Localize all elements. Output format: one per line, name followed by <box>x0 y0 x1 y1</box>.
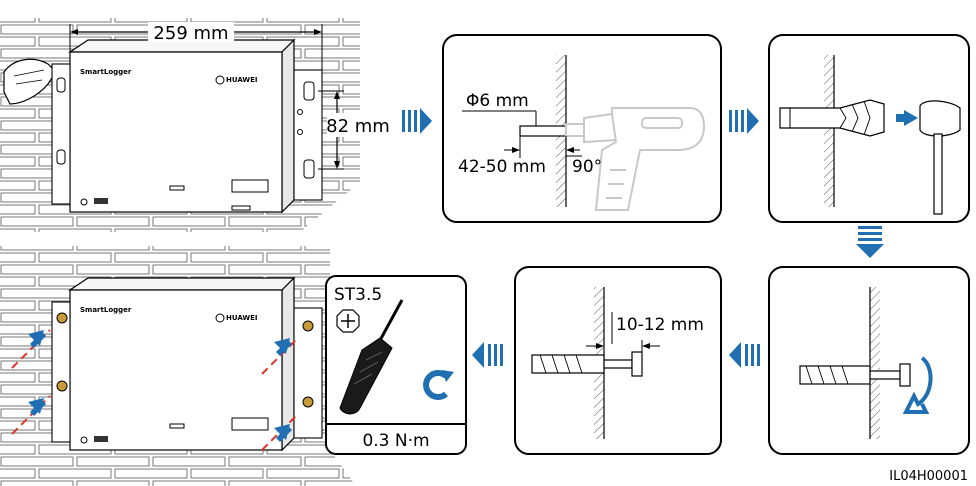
expansion-anchor-5 <box>531 351 643 377</box>
height-dimension: 82 mm <box>318 90 390 170</box>
push-arrow-icon <box>896 110 918 126</box>
step2-drill-panel: Φ6 mm 42-50 mm 90° <box>442 34 722 223</box>
diameter-label: Φ6 mm <box>466 91 529 111</box>
step1-wall-panel: SmartLogger HUAWEI <box>0 18 390 232</box>
drill-icon <box>565 107 706 211</box>
screw-left-top <box>11 312 68 369</box>
rotate-clockwise-icon <box>423 370 448 400</box>
width-label: 259 mm <box>153 23 228 44</box>
huawei-logo-icon <box>215 75 225 85</box>
depth-label: 42-50 mm <box>458 157 546 177</box>
screw-spec-frame <box>325 275 467 455</box>
diameter-callout: Φ6 mm <box>462 91 537 126</box>
expansion-anchor-3 <box>779 99 885 137</box>
phillips-head-icon <box>336 309 360 333</box>
screw-left-bottom <box>11 380 68 435</box>
hammer-icon <box>919 100 961 215</box>
arrow-right-icon-1 <box>402 108 432 134</box>
depth-dimension: 42-50 mm <box>458 136 580 177</box>
rotate-arrow-icon <box>902 356 933 414</box>
gap-label: 10-12 mm <box>616 315 704 335</box>
step5-protrusion-panel: 10-12 mm <box>514 266 722 455</box>
screwdriver-icon <box>339 299 404 415</box>
expansion-anchor-4 <box>799 363 911 387</box>
angle-callout: 90° <box>565 136 602 177</box>
brand-logo-text: HUAWEI <box>226 76 258 84</box>
product-name: SmartLogger <box>80 68 132 76</box>
torque-label: 0.3 N·m <box>362 431 429 451</box>
figure-code: IL04H00001 <box>889 469 968 484</box>
huawei-logo-icon-6 <box>215 313 225 323</box>
screw-right-bottom <box>261 396 314 451</box>
screw-right-top <box>261 320 314 375</box>
product-name-6: SmartLogger <box>80 306 132 314</box>
screw-type-label: ST3.5 <box>334 285 382 305</box>
mounting-bracket-left-6 <box>51 301 71 443</box>
width-dimension: 259 mm <box>69 22 323 80</box>
arrow-right-icon-2 <box>729 108 759 134</box>
arrow-down-icon <box>856 226 884 258</box>
smartlogger-device-6: SmartLogger HUAWEI <box>68 276 296 452</box>
brand-logo-text-6: HUAWEI <box>226 314 258 322</box>
mounting-bracket-right-1 <box>293 69 323 201</box>
step6-mount-panel: SmartLogger HUAWEI <box>0 246 356 486</box>
arrow-left-icon-1 <box>729 342 760 368</box>
arrow-left-icon-2 <box>472 342 503 368</box>
step3-hammer-panel <box>768 34 970 223</box>
angle-label: 90° <box>572 157 602 177</box>
gap-dimension: 10-12 mm <box>586 312 704 356</box>
mounting-bracket-left-1 <box>51 63 71 205</box>
step4-tighten-panel <box>768 266 970 455</box>
smartlogger-device-1: SmartLogger HUAWEI <box>68 38 296 214</box>
height-label: 82 mm <box>326 116 390 137</box>
screw-spec-panel: ST3.5 0.3 N·m <box>325 275 467 455</box>
step4-frame <box>768 266 970 455</box>
